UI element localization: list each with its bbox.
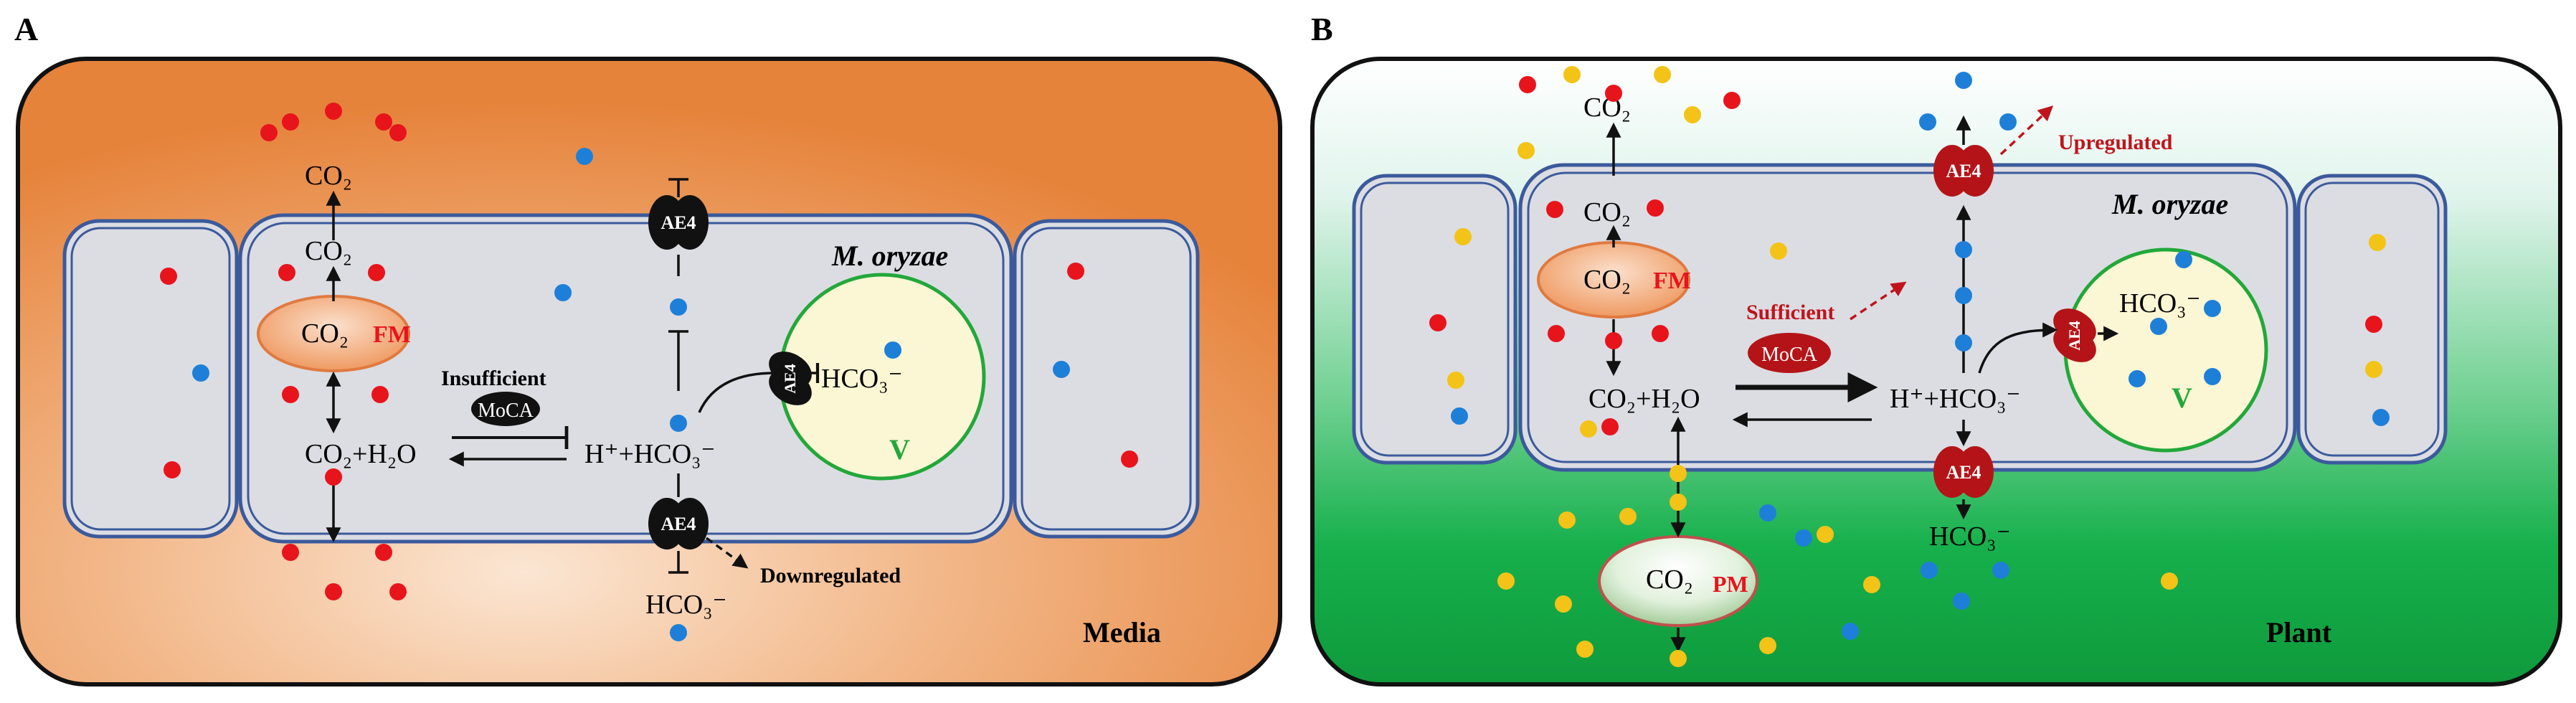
co2-dots-a	[160, 103, 1138, 600]
vacuole-label: V	[889, 433, 910, 466]
enzyme-state-b: Sufficient	[1746, 301, 1834, 324]
enzyme-state: Insufficient	[441, 367, 546, 390]
co2-membrane-label-b: CO₂	[1583, 265, 1631, 295]
transporter-bottom-b: AE4	[1933, 446, 1994, 498]
organism-label-b: M. oryzae	[2111, 188, 2228, 220]
equation-left: CO₂+H₂O	[305, 439, 417, 469]
regulation-label: Downregulated	[760, 564, 901, 588]
panel-a-letter: A	[14, 11, 38, 47]
panel-b: B M. oryzae CO₂ FM CO₂ CO₂ CO₂+H₂O H⁺+HC…	[1310, 11, 2562, 687]
vacuole-label-b: V	[2172, 382, 2192, 414]
fm-label-b: FM	[1653, 268, 1691, 294]
ae4-bottom-label: AE4	[660, 514, 696, 534]
plant-dots-b	[1447, 66, 2386, 667]
panel-b-letter: B	[1311, 11, 1333, 47]
bicarbonate-dots-b	[1451, 72, 2390, 640]
organism-label: M. oryzae	[831, 240, 948, 272]
transporter-top-b: AE4	[1933, 145, 1994, 197]
bicarbonate-outside-b: HCO₃⁻	[1929, 522, 2011, 552]
enzyme-label: MoCA	[478, 400, 534, 422]
environment-label-b: Plant	[2266, 616, 2332, 648]
co2-dots-b	[1429, 76, 2382, 435]
transporter-vacuole: AE4	[769, 352, 812, 405]
transporter-vacuole-b: AE4	[2053, 308, 2096, 362]
neighbor-cell-left	[62, 219, 239, 539]
co2-membrane-label: CO₂	[301, 319, 349, 349]
bicarbonate-dots-a	[192, 148, 1070, 641]
equation-left-b: CO₂+H₂O	[1588, 384, 1700, 414]
equation-right: H⁺+HCO₃⁻	[584, 439, 715, 469]
co2-cytoplasm-label-b: CO₂	[1583, 197, 1631, 227]
co2-outside-label: CO₂	[305, 161, 352, 191]
equation-right-b: H⁺+HCO₃⁻	[1890, 384, 2020, 414]
transporter-top: AE4	[648, 195, 709, 250]
transporter-bottom: AE4	[648, 498, 709, 549]
enzyme-label-b: MoCA	[1761, 344, 1818, 366]
downregulated-arrow	[705, 537, 749, 569]
panel-a: A M. oryzae CO₂ FM CO₂ CO₂ CO₂+H₂O H⁺+HC…	[14, 11, 1282, 687]
co2-plant-label: CO₂	[1646, 565, 1693, 595]
pm-label: PM	[1713, 571, 1748, 597]
enzyme-oval	[471, 392, 540, 426]
bicarbonate-vacuole: HCO₃⁻	[821, 364, 903, 394]
bicarbonate-outside: HCO₃⁻	[645, 590, 727, 620]
ae4-vacuole-label: AE4	[781, 364, 799, 394]
environment-label: Media	[1083, 616, 1161, 648]
ae4-vacuole-label-b: AE4	[2065, 321, 2083, 351]
ae4-top-label: AE4	[660, 212, 696, 233]
co2-cytoplasm-label: CO₂	[305, 236, 352, 266]
regulation-label-b: Upregulated	[2058, 131, 2173, 154]
ae4-bottom-label-b: AE4	[1946, 462, 1981, 483]
bicarbonate-vacuole-b: HCO₃⁻	[2119, 288, 2201, 319]
fm-label: FM	[373, 321, 411, 348]
neighbor-cell-right	[1013, 219, 1200, 539]
ae4-top-label-b: AE4	[1946, 161, 1981, 181]
enzyme-oval-b	[1748, 333, 1831, 373]
